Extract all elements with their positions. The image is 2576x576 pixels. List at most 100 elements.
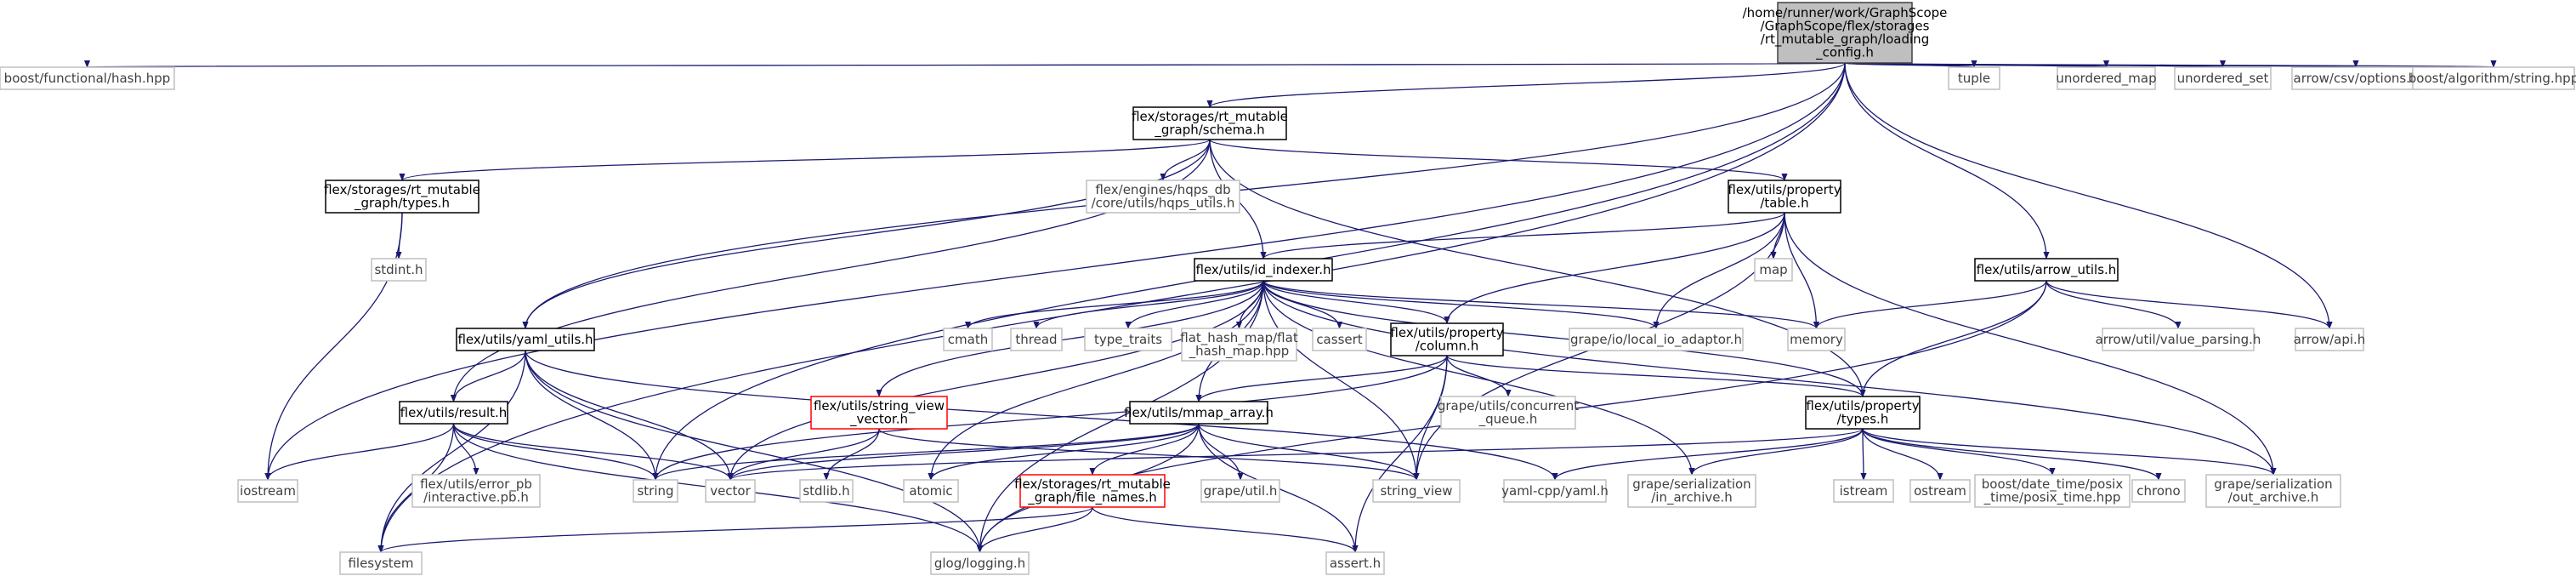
edge-root-to-filesystem [377, 62, 1846, 553]
edge-line [1444, 212, 1785, 324]
edge-line [1653, 212, 1785, 329]
edge-line [1446, 355, 1866, 397]
node-label-line: flex/utils/arrow_utils.h [1977, 262, 2117, 278]
edge-line [727, 428, 1864, 481]
edge-line [1262, 280, 1695, 476]
node-prop_column[interactable]: flex/utils/property/column.h [1390, 322, 1504, 356]
node-box [1132, 106, 1287, 140]
edge-line [1844, 60, 2495, 68]
node-label-line: flex/utils/error_pb [420, 476, 532, 493]
node-label-line: grape/serialization [2214, 476, 2332, 492]
node-concurrent_queue: grape/utils/concurrent_queue.h [1438, 396, 1579, 430]
node-vector: vector [705, 479, 756, 503]
node-schema[interactable]: flex/storages/rt_mutable_graph/schema.h [1132, 106, 1288, 140]
edge-result-to-iostream [264, 423, 455, 481]
node-label-line: boost/algorithm/string.hpp [2409, 71, 2576, 86]
node-id_indexer[interactable]: flex/utils/id_indexer.h [1194, 258, 1333, 282]
edge-id_indexer-to-in_archive [1262, 280, 1695, 476]
node-sv_vector: flex/utils/string_view_vector.h [810, 396, 948, 430]
edge-result-to-error_pb [452, 423, 479, 476]
node-label-line: flex/utils/mmap_array.h [1124, 405, 1274, 421]
edge-line [1552, 428, 1864, 481]
edge-line [878, 428, 1420, 481]
edge-mmap_array-to-atomic [928, 423, 1200, 481]
edge-prop_table-to-id_indexer [1260, 212, 1785, 259]
edge-id_indexer-to-local_io [1262, 280, 1660, 329]
edge-line [1195, 355, 1448, 402]
edge-yaml_utils-to-yaml_cpp [525, 350, 1558, 481]
node-label-line: _graph/schema.h [1154, 123, 1264, 139]
node-box [1909, 479, 1971, 503]
node-box [1728, 180, 1841, 214]
edge-id_indexer-to-prop_types [1262, 280, 1866, 397]
node-box [1948, 66, 2000, 90]
edge-line [2045, 280, 2333, 329]
node-box [237, 479, 298, 503]
edge-line [1784, 212, 1820, 329]
node-yaml_utils[interactable]: flex/utils/yaml_utils.h [456, 328, 595, 351]
node-mmap_array[interactable]: flex/utils/mmap_array.h [1124, 401, 1274, 425]
edge-line [1125, 280, 1264, 329]
edge-result-to-string [452, 423, 659, 481]
node-hqps_utils: flex/engines/hqps_db/core/utils/hqps_uti… [1086, 180, 1240, 214]
edge-line [1859, 280, 2047, 397]
node-box [1627, 474, 1756, 508]
node-label-line: string [637, 483, 673, 499]
edge-line [1862, 428, 2056, 476]
edge-prop_table-to-prop_column [1444, 212, 1785, 324]
node-arrow_api: arrow/api.h [2294, 328, 2365, 351]
edge-line [525, 350, 734, 481]
edge-schema-to-prop_table [1209, 139, 1788, 181]
node-stdint: stdint.h [371, 258, 427, 282]
edge-id_indexer-to-type_traits [1125, 280, 1264, 329]
edge-line [377, 506, 1093, 553]
node-label-line: /rt_mutable_graph/loading [1761, 31, 1929, 48]
edge-prop_types-to-istream [1860, 428, 1867, 481]
edge-line [450, 139, 1211, 402]
node-value_parsing: arrow/util/value_parsing.h [2096, 328, 2261, 351]
node-label-line: map [1759, 262, 1787, 277]
node-label-line: flex/utils/result.h [400, 405, 508, 420]
node-label-line: stdlib.h [803, 483, 849, 499]
edge-line [1352, 355, 1448, 553]
node-label-line: /column.h [1416, 339, 1479, 354]
edge-sv_vector-to-vector [727, 428, 880, 481]
node-box [633, 479, 678, 503]
edge-line [452, 423, 479, 476]
node-label-line: grape/util.h [1204, 483, 1278, 499]
edge-id_indexer-to-prop_column [1262, 280, 1450, 324]
edge-schema-to-hqps_utils [1160, 139, 1211, 181]
node-label-line: yaml-cpp/yaml.h [1501, 483, 1609, 499]
node-map: map [1754, 258, 1793, 282]
edge-mmap_array-to-string [652, 423, 1200, 481]
edge-line [928, 423, 1200, 481]
node-label-line: /out_archive.h [2228, 490, 2318, 506]
node-box [1754, 258, 1793, 282]
edge-id_indexer-to-sv_vector [876, 280, 1264, 397]
node-box [2295, 328, 2364, 351]
node-label-line: flex/utils/property [1728, 182, 1841, 197]
edge-prop_column-to-string [652, 355, 1448, 481]
node-box [1440, 396, 1576, 430]
node-label-line: filesystem [348, 556, 413, 571]
node-ostream: ostream [1909, 479, 1971, 503]
node-label-line: string_view [1380, 483, 1452, 499]
node-local_io: grape/io/local_io_adaptor.h [1569, 328, 1744, 351]
edge-line [452, 423, 659, 481]
edge-line [1033, 280, 1264, 329]
edge-schema-to-types_rt [399, 139, 1211, 181]
node-types_rt[interactable]: flex/storages/rt_mutable_graph/types.h [324, 180, 480, 214]
node-label-line: /table.h [1760, 196, 1808, 211]
node-box [1372, 479, 1461, 503]
node-grape_util: grape/util.h [1200, 479, 1280, 503]
node-result[interactable]: flex/utils/result.h [399, 401, 508, 425]
edge-prop_types-to-vector [727, 428, 1864, 481]
node-box [1833, 479, 1894, 503]
node-arrow_utils[interactable]: flex/utils/arrow_utils.h [1974, 258, 2119, 282]
node-box [705, 479, 756, 503]
node-prop_table[interactable]: flex/utils/property/table.h [1728, 180, 1841, 214]
edge-prop_column-to-prop_types [1446, 355, 1866, 397]
edge-mmap_array-to-file_names [1089, 423, 1200, 476]
node-label-line: flex/storages/rt_mutable [1014, 476, 1171, 493]
node-prop_types[interactable]: flex/utils/property/types.h [1805, 396, 1921, 430]
